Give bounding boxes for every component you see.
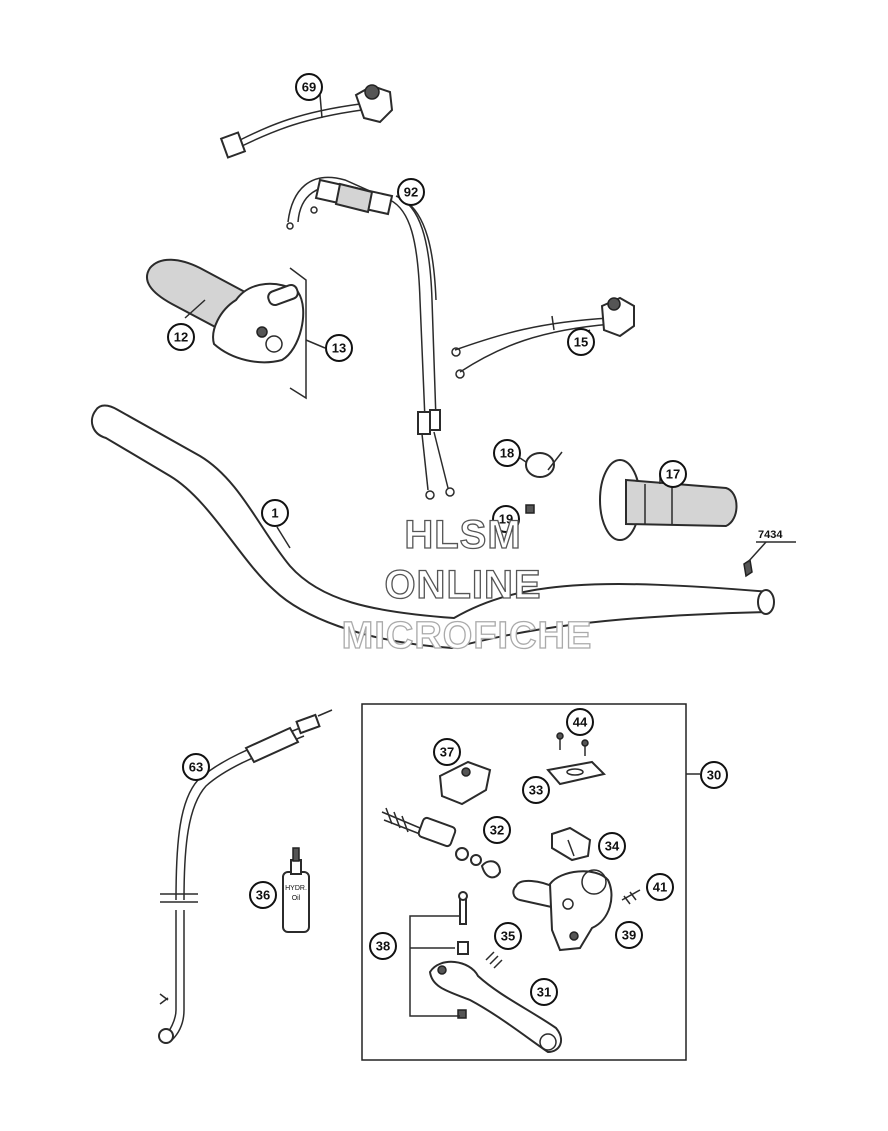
callout-39: 39 <box>615 921 643 949</box>
part-38-pins <box>409 891 469 1019</box>
svg-text:35: 35 <box>501 929 515 944</box>
oil-bottle-line2: Oil <box>292 895 301 902</box>
part-35-spring <box>485 951 503 969</box>
part-32-piston <box>381 807 502 879</box>
svg-text:30: 30 <box>707 768 721 783</box>
callout-34: 34 <box>598 832 626 860</box>
svg-text:69: 69 <box>302 80 316 95</box>
callout-92: 92 <box>397 178 425 206</box>
svg-text:19: 19 <box>499 512 513 527</box>
svg-text:39: 39 <box>622 928 636 943</box>
svg-text:1: 1 <box>271 506 278 521</box>
callout-44: 44 <box>566 708 594 736</box>
svg-text:41: 41 <box>653 880 667 895</box>
callout-32: 32 <box>483 816 511 844</box>
part-18-cable-tie <box>519 451 563 478</box>
svg-text:33: 33 <box>529 783 543 798</box>
watermark-line3: MICROFICHE <box>342 615 593 657</box>
watermark-line2: ONLINE <box>384 563 541 607</box>
callout-37: 37 <box>433 738 461 766</box>
callout-30: 30 <box>700 761 728 789</box>
callout-38: 38 <box>369 932 397 960</box>
part-31-brake-lever <box>428 960 563 1054</box>
callout-63: 63 <box>182 753 210 781</box>
watermark: HLSM ONLINE MICROFICHE <box>341 512 593 657</box>
svg-text:63: 63 <box>189 760 203 775</box>
svg-text:12: 12 <box>174 330 188 345</box>
part-63-brake-hose <box>158 709 333 1044</box>
callout-31: 31 <box>530 978 558 1006</box>
oil-bottle-line1: HYDR. <box>285 885 307 892</box>
svg-text:32: 32 <box>490 823 504 838</box>
callout-15: 15 <box>567 328 595 356</box>
callout-17: 17 <box>659 460 687 488</box>
part-44-screws <box>556 732 589 756</box>
svg-text:13: 13 <box>332 341 346 356</box>
svg-text:17: 17 <box>666 467 680 482</box>
svg-text:34: 34 <box>605 839 620 854</box>
group-30-box <box>361 703 687 1061</box>
part-17-grip <box>599 459 738 541</box>
part-37-cover <box>438 760 492 806</box>
svg-text:38: 38 <box>376 939 390 954</box>
part-13-bracket <box>289 267 326 400</box>
svg-text:15: 15 <box>574 335 588 350</box>
svg-text:92: 92 <box>404 185 418 200</box>
callout-13: 13 <box>325 334 353 362</box>
ref-label-7434: 7434 <box>758 529 783 541</box>
part-15-switch <box>451 296 635 379</box>
callout-36: 36 <box>249 881 277 909</box>
svg-text:36: 36 <box>256 888 270 903</box>
part-33-lid <box>546 760 606 786</box>
part-1-handlebar <box>90 404 775 650</box>
svg-text:44: 44 <box>573 715 588 730</box>
callout-41: 41 <box>646 873 674 901</box>
svg-text:37: 37 <box>440 745 454 760</box>
callout-69: 69 <box>295 73 323 101</box>
part-7434: 7434 <box>743 529 796 578</box>
part-12-throttle-grip <box>145 258 305 364</box>
callouts: 69 92 12 13 15 18 17 1 19 44 37 63 30 33… <box>167 73 728 1006</box>
part-41-bleed-screw <box>621 889 641 905</box>
callout-12: 12 <box>167 323 195 351</box>
part-19-clip <box>525 504 535 514</box>
svg-text:18: 18 <box>500 446 514 461</box>
callout-1: 1 <box>261 499 289 527</box>
part-34-clamp <box>551 826 592 862</box>
callout-18: 18 <box>493 439 521 467</box>
callout-33: 33 <box>522 776 550 804</box>
part-39-master-cylinder <box>512 869 613 952</box>
callout-19: 19 <box>492 505 520 533</box>
watermark-line1: HLSM <box>404 513 521 557</box>
part-36-oil-bottle: HYDR. Oil <box>282 847 310 933</box>
svg-text:31: 31 <box>537 985 551 1000</box>
part-69-kill-switch <box>219 84 394 159</box>
callout-35: 35 <box>494 922 522 950</box>
part-92-throttle-cables <box>286 176 455 500</box>
